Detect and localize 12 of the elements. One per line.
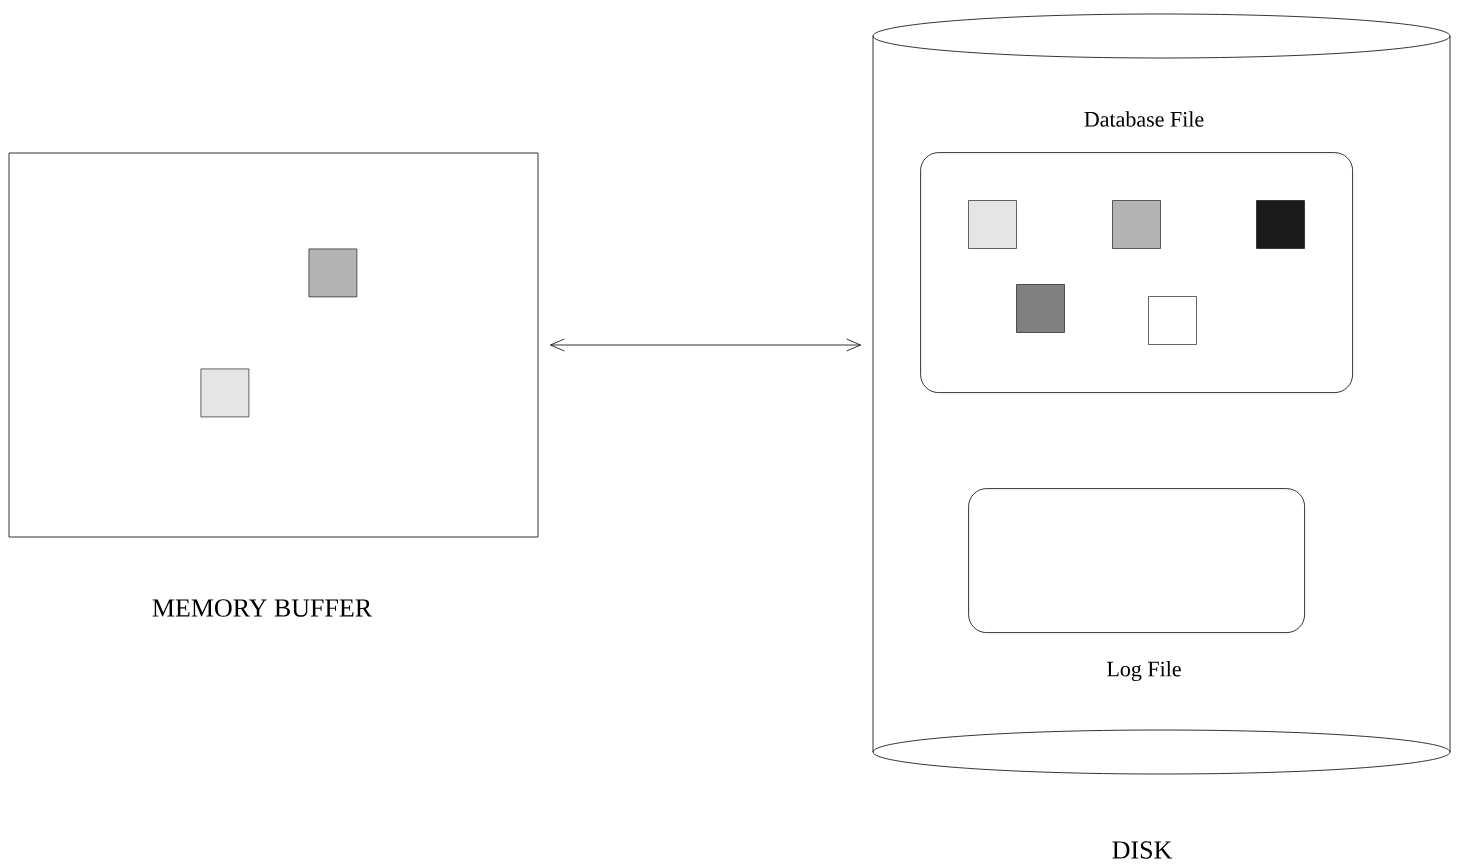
box-label: Database File (1084, 111, 1204, 127)
box-label: MEMORY BUFFER (152, 599, 373, 617)
block-square (968, 200, 1017, 249)
block-square (308, 248, 358, 298)
arrow (550, 338, 861, 352)
block-square (1256, 200, 1305, 249)
block-square (1148, 296, 1197, 345)
box-label: DISK (1112, 841, 1173, 859)
box-label: Log File (1107, 661, 1181, 681)
block-square (200, 368, 250, 418)
block-square (1112, 200, 1161, 249)
block-square (1016, 284, 1065, 333)
